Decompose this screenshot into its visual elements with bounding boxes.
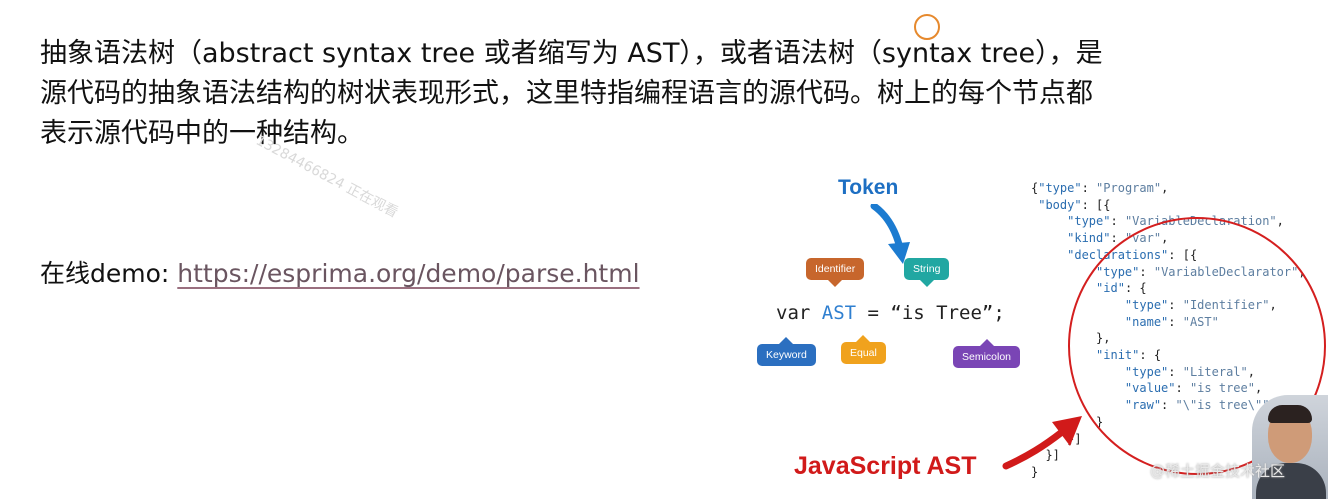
intro-line-2: 源代码的抽象语法结构的树状表现形式，这里特指编程语言的源代码。树上的每个节点都 [40,78,1093,109]
demo-label: 在线demo: [40,259,178,288]
code-sample: var AST = “is Tree”; [776,302,1005,324]
ast-json-line: {"type": "Program", [1031,181,1169,195]
ast-caption: JavaScript AST [794,452,977,480]
code-identifier: AST [821,302,857,324]
tag-semicolon: Semicolon [953,339,1021,368]
red-arrow-icon [1002,416,1082,470]
demo-link[interactable]: https://esprima.org/demo/parse.html [177,259,640,288]
presenter-body [1256,463,1326,499]
intro-line-1: 抽象语法树（abstract syntax tree 或者缩写为 AST），或者… [40,38,1103,69]
code-keyword: var [776,302,822,324]
ast-json-line: }] [1031,448,1060,463]
tag-identifier: Identifier [806,258,865,287]
presenter-hair [1268,405,1312,423]
cursor-highlight-icon [914,14,940,40]
platform-watermark: @稀土掘金技术社区 [1150,462,1286,480]
presenter-video-icon [1252,395,1328,499]
tag-string: String [904,258,950,287]
token-arrow-icon [870,204,910,264]
tag-keyword: Keyword [757,337,816,366]
highlight-ellipse [1068,217,1326,475]
intro-paragraph: 抽象语法树（abstract syntax tree 或者缩写为 AST），或者… [40,34,1290,154]
ast-json-line: "body": [{ [1038,197,1111,212]
token-title: Token [838,176,899,199]
intro-line-3: 表示源代码中的一种结构。 [40,118,364,149]
tag-equal: Equal [841,335,886,364]
code-rest: = “is Tree”; [856,302,1005,324]
online-demo: 在线demo: https://esprima.org/demo/parse.h… [40,254,640,290]
ast-json-line: } [1031,464,1039,479]
